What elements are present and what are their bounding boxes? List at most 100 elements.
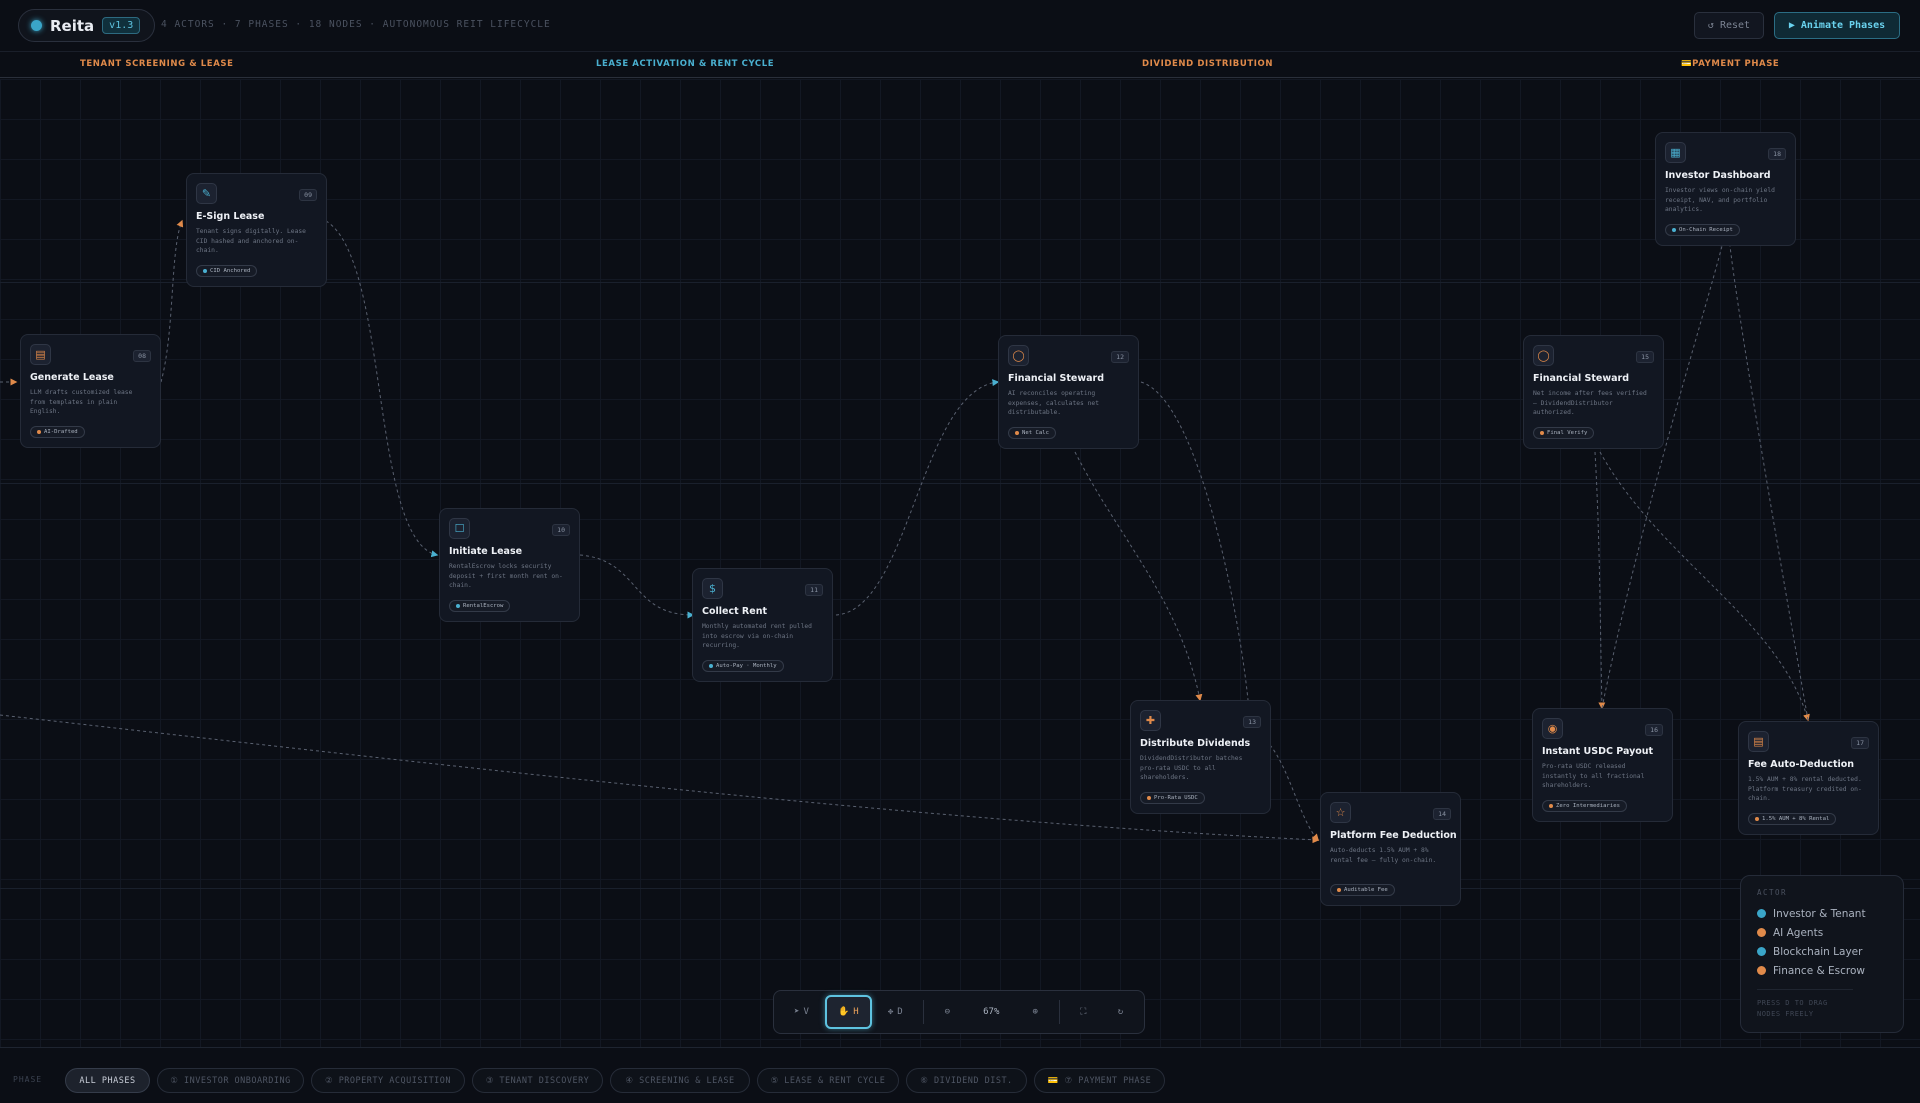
hand-tool-button[interactable]: ✋H <box>824 995 872 1029</box>
chip-all-phases[interactable]: ALL PHASES <box>65 1068 150 1093</box>
legend-hint: PRESS D TO DRAG NODES FREELY <box>1757 989 1853 1020</box>
node-description: Net income after fees verified — Dividen… <box>1533 390 1647 416</box>
node-number: 16 <box>1645 724 1663 736</box>
node-financial-steward-1[interactable]: ◯ 12 Financial Steward AI reconciles ope… <box>998 335 1139 449</box>
node-tag: AI-Drafted <box>30 426 85 438</box>
node-initiate-lease[interactable]: ☐ 10 Initiate Lease RentalEscrow locks s… <box>439 508 580 622</box>
animate-phases-button[interactable]: ▶ Animate Phases <box>1774 12 1900 39</box>
node-number: 15 <box>1636 351 1654 363</box>
node-number: 12 <box>1111 351 1129 363</box>
node-description: Monthly automated rent pulled into escro… <box>702 623 812 649</box>
node-description: Auto-deducts 1.5% AUM + 8% rental fee — … <box>1330 847 1437 864</box>
node-title: Financial Steward <box>1533 373 1630 384</box>
phase-caption: PHASE <box>13 1075 43 1084</box>
chip-lease-rent-cycle[interactable]: ⑤ LEASE & RENT CYCLE <box>757 1068 899 1093</box>
actor-legend: ACTOR Investor & Tenant AI Agents Blockc… <box>1740 875 1904 1033</box>
legend-label: Finance & Escrow <box>1773 964 1866 977</box>
tag-label: Final Verify <box>1547 430 1588 436</box>
legend-dot-icon <box>1757 928 1766 937</box>
tag-dot-icon <box>1672 228 1676 232</box>
tag-label: Net Calc <box>1022 430 1049 436</box>
chip-screening-lease[interactable]: ④ SCREENING & LEASE <box>610 1068 750 1093</box>
toolbar-divider <box>922 1000 924 1024</box>
hand-icon: ✋ <box>838 1007 850 1017</box>
node-number: 09 <box>299 189 317 201</box>
shield-icon: ◯ <box>1008 345 1029 366</box>
brand-name: Reita <box>50 16 95 35</box>
phase-header-payment: 💳PAYMENT PHASE <box>1681 59 1780 69</box>
lane-divider <box>0 282 1920 283</box>
chip-payment-phase[interactable]: 💳 ⑦ PAYMENT PHASE <box>1034 1068 1165 1093</box>
node-title: Platform Fee Deduction <box>1330 830 1457 841</box>
node-title: Initiate Lease <box>449 546 523 557</box>
move-tool-button[interactable]: ✥D <box>874 995 917 1029</box>
node-fee-auto-deduction[interactable]: ▤ 17 Fee Auto-Deduction 1.5% AUM + 8% re… <box>1738 721 1879 835</box>
chip-investor-onboarding[interactable]: ① INVESTOR ONBOARDING <box>157 1068 304 1093</box>
zoom-level: 67% <box>983 1007 1000 1017</box>
node-number: 08 <box>133 350 151 362</box>
node-description: AI reconciles operating expenses, calcul… <box>1008 390 1099 416</box>
phase-header-row: TENANT SCREENING & LEASE LEASE ACTIVATIO… <box>0 54 1920 78</box>
chip-tenant-discovery[interactable]: ③ TENANT DISCOVERY <box>472 1068 603 1093</box>
node-tag: Pro-Rata USDC <box>1140 792 1205 804</box>
pen-icon: ✎ <box>196 183 217 204</box>
node-tag: Zero Intermediaries <box>1542 800 1627 812</box>
tag-dot-icon <box>456 604 460 608</box>
node-distribute-dividends[interactable]: ✚ 13 Distribute Dividends DividendDistri… <box>1130 700 1271 814</box>
node-investor-dashboard[interactable]: ▦ 18 Investor Dashboard Investor views o… <box>1655 132 1796 246</box>
node-description: LLM drafts customized lease from templat… <box>30 389 133 415</box>
node-tag: 1.5% AUM + 8% Rental <box>1748 813 1837 825</box>
reset-view-button[interactable]: ↻ <box>1103 995 1138 1029</box>
coin-icon: ◉ <box>1542 718 1563 739</box>
tag-dot-icon <box>1337 888 1341 892</box>
select-tool-button[interactable]: ➤V <box>780 995 823 1029</box>
lane-divider <box>0 888 1920 889</box>
node-esign-lease[interactable]: ✎ 09 E-Sign Lease Tenant signs digitally… <box>186 173 327 287</box>
version-badge: v1.3 <box>102 17 141 34</box>
star-icon: ☆ <box>1330 802 1351 823</box>
node-tag: Auditable Fee <box>1330 884 1395 896</box>
legend-item-blockchain: Blockchain Layer <box>1757 942 1887 961</box>
node-title: Fee Auto-Deduction <box>1748 759 1855 770</box>
tag-label: Auditable Fee <box>1344 887 1388 893</box>
brand-dot-icon <box>31 20 42 31</box>
zoom-out-button[interactable]: ⊖ <box>930 995 965 1029</box>
legend-label: AI Agents <box>1773 926 1824 939</box>
tag-label: Zero Intermediaries <box>1556 803 1620 809</box>
chip-property-acquisition[interactable]: ② PROPERTY ACQUISITION <box>311 1068 465 1093</box>
node-financial-steward-2[interactable]: ◯ 15 Financial Steward Net income after … <box>1523 335 1664 449</box>
node-collect-rent[interactable]: $ 11 Collect Rent Monthly automated rent… <box>692 568 833 682</box>
tag-label: 1.5% AUM + 8% Rental <box>1762 816 1830 822</box>
reset-button[interactable]: ↺ Reset <box>1694 12 1764 39</box>
tag-label: Auto-Pay · Monthly <box>716 663 777 669</box>
node-description: Tenant signs digitally. Lease CID hashed… <box>196 228 306 254</box>
node-generate-lease[interactable]: ▤ 08 Generate Lease LLM drafts customize… <box>20 334 161 448</box>
node-platform-fee-deduction[interactable]: ☆ 14 Platform Fee Deduction Auto-deducts… <box>1320 792 1461 906</box>
node-tag: On-Chain Receipt <box>1665 224 1740 236</box>
node-title: Instant USDC Payout <box>1542 746 1654 757</box>
zoom-in-button[interactable]: ⊕ <box>1018 995 1053 1029</box>
fit-view-button[interactable]: ⛶ <box>1066 995 1101 1029</box>
legend-dot-icon <box>1757 947 1766 956</box>
phase-header-screening: TENANT SCREENING & LEASE <box>80 59 234 69</box>
legend-label: Investor & Tenant <box>1773 907 1866 920</box>
legend-dot-icon <box>1757 909 1766 918</box>
node-number: 17 <box>1851 737 1869 749</box>
select-key: V <box>803 1007 809 1017</box>
node-tag: CID Anchored <box>196 265 258 277</box>
legend-item-investor: Investor & Tenant <box>1757 904 1887 923</box>
tag-dot-icon <box>1015 431 1019 435</box>
lock-icon: ☐ <box>449 518 470 539</box>
chip-dividend-dist[interactable]: ⑥ DIVIDEND DIST. <box>906 1068 1027 1093</box>
move-key: D <box>897 1007 903 1017</box>
node-instant-usdc-payout[interactable]: ◉ 16 Instant USDC Payout Pro-rata USDC r… <box>1532 708 1673 822</box>
tag-label: RentalEscrow <box>463 603 504 609</box>
top-bar: Reita v1.3 4 ACTORS · 7 PHASES · 18 NODE… <box>0 0 1920 52</box>
rotate-icon: ↻ <box>1117 1007 1124 1017</box>
brand-badge: Reita v1.3 <box>18 9 156 42</box>
tag-label: On-Chain Receipt <box>1679 227 1733 233</box>
node-tag: Auto-Pay · Monthly <box>702 660 784 672</box>
tag-dot-icon <box>1540 431 1544 435</box>
node-number: 11 <box>805 584 823 596</box>
header-subtitle: 4 ACTORS · 7 PHASES · 18 NODES · AUTONOM… <box>161 19 551 30</box>
